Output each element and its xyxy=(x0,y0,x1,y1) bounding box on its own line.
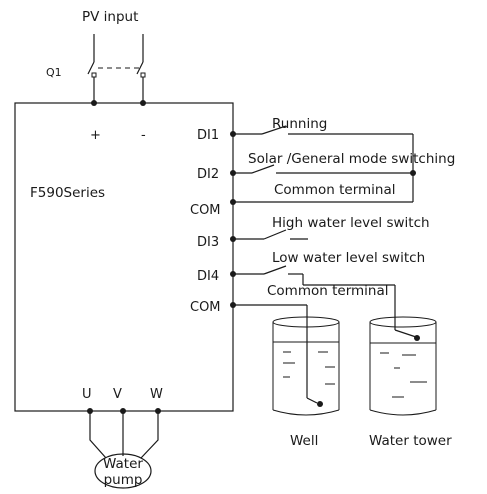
high-water-switch-contact xyxy=(263,229,287,240)
mode-switch-contact xyxy=(251,164,275,174)
low-water-switch-contact xyxy=(263,265,287,275)
breaker-terminal-positive xyxy=(91,72,97,78)
common-terminal-2-label: Common terminal xyxy=(267,283,389,299)
u-output-wire xyxy=(89,411,107,459)
well-tank xyxy=(272,316,340,416)
running-switch-contact xyxy=(261,125,287,135)
mode-switching-label: Solar /General mode switching xyxy=(248,151,455,167)
breaker-terminal-negative xyxy=(140,72,146,78)
water-tower-label: Water tower xyxy=(369,433,452,449)
common-bus-junction xyxy=(410,170,416,176)
tower-probe xyxy=(414,335,420,341)
pump-label-line2: pump xyxy=(104,472,143,488)
common-terminal-1-label: Common terminal xyxy=(274,182,396,198)
tower-probe-wire xyxy=(394,329,417,338)
inverter-box xyxy=(14,102,234,412)
di3-label: DI3 xyxy=(197,235,219,250)
minus-terminal-label: - xyxy=(141,128,146,143)
com1-label: COM xyxy=(190,203,221,218)
running-label: Running xyxy=(272,116,327,132)
w-terminal-label: W xyxy=(150,387,163,402)
series-label: F590Series xyxy=(30,185,105,201)
w-output-wire xyxy=(140,411,159,459)
plus-terminal-label: + xyxy=(90,128,101,143)
v-terminal-label: V xyxy=(113,387,122,402)
water-pump xyxy=(94,453,152,489)
pump-label-line1: Water xyxy=(103,456,143,472)
di1-label: DI1 xyxy=(197,128,219,143)
com2-label: COM xyxy=(190,300,221,315)
well-probe xyxy=(317,401,323,407)
u-terminal-label: U xyxy=(82,387,92,402)
well-label: Well xyxy=(290,433,318,449)
breaker-contact-negative xyxy=(136,61,144,75)
breaker-label: Q1 xyxy=(46,66,62,79)
water-tower-tank xyxy=(369,316,437,416)
di2-label: DI2 xyxy=(197,167,219,182)
high-water-label: High water level switch xyxy=(272,215,430,231)
breaker-contact-positive xyxy=(87,61,95,75)
di4-label: DI4 xyxy=(197,269,219,284)
low-water-label: Low water level switch xyxy=(272,250,425,266)
well-probe-wire xyxy=(306,397,318,404)
pv-input-label: PV input xyxy=(82,9,138,25)
